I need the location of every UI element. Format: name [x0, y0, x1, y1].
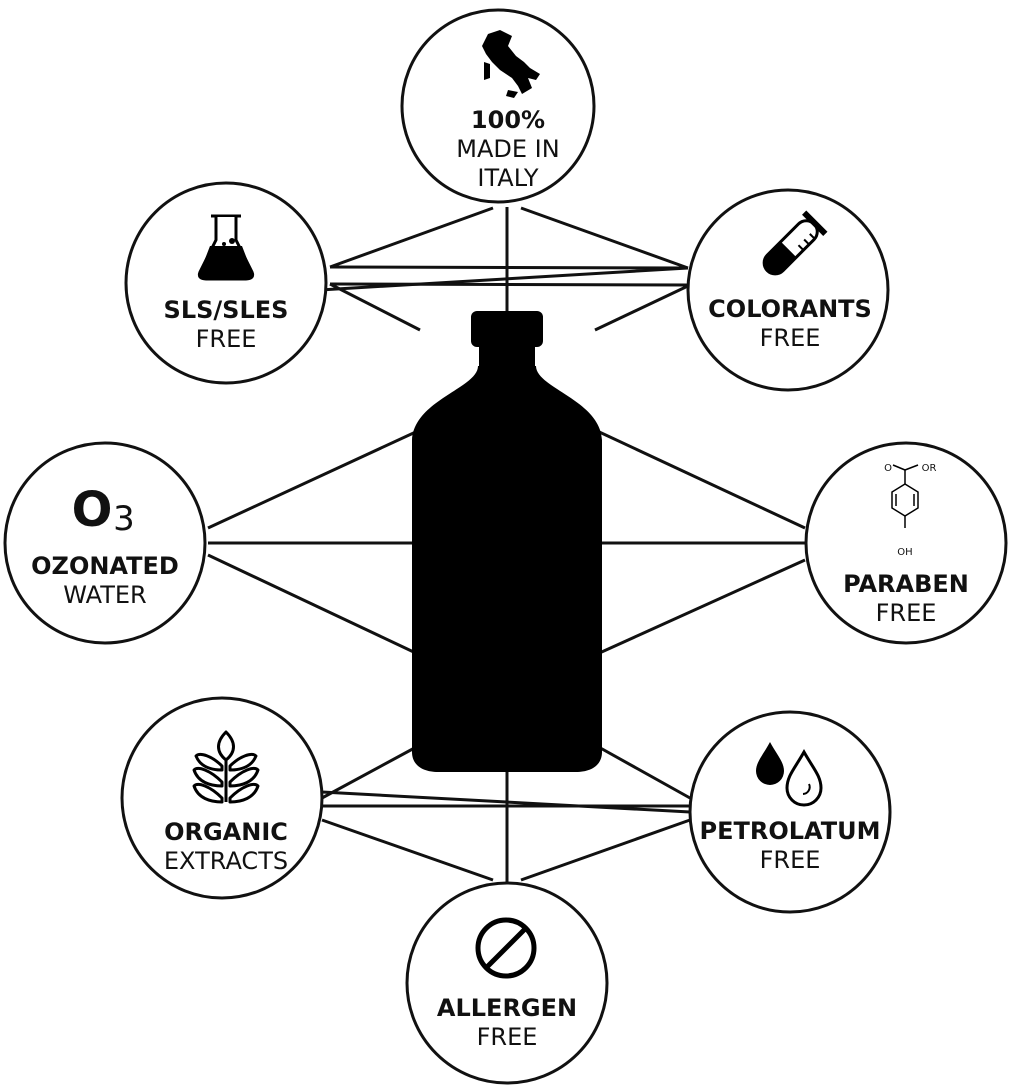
ozonated-line2: WATER: [63, 581, 146, 609]
bottle-icon: [412, 311, 602, 772]
paraben-molecule-icon: [891, 464, 919, 528]
molecule-label-oh: OH: [897, 547, 912, 558]
sls-line2: FREE: [196, 325, 257, 353]
badge-made-in-italy: 100% MADE IN ITALY: [400, 8, 596, 204]
sls-line1: SLS/SLES: [164, 296, 289, 324]
connector-lines: [207, 206, 806, 887]
paraben-line1: PARABEN: [843, 570, 969, 598]
italy-line1: 100%: [471, 106, 545, 134]
o3-symbol: O: [72, 482, 113, 538]
test-tube-icon: [762, 210, 828, 276]
o3-subscript: 3: [113, 499, 135, 539]
badge-colorants-free: COLORANTS FREE: [686, 188, 890, 392]
colorants-line1: COLORANTS: [708, 295, 872, 323]
organic-line1: ORGANIC: [164, 818, 288, 846]
paraben-line2: FREE: [876, 599, 937, 627]
italy-line3: ITALY: [477, 164, 538, 192]
molecule-label-o: O: [884, 463, 892, 474]
colorants-line2: FREE: [760, 324, 821, 352]
badge-sls-sles-free: SLS/SLES FREE: [124, 181, 328, 385]
wheat-icon: [192, 730, 260, 804]
badge-ozonated-water: O 3 OZONATED WATER: [3, 441, 207, 645]
molecule-label-or: OR: [922, 463, 937, 474]
italy-map-icon: [482, 30, 540, 98]
allergen-line2: FREE: [477, 1023, 538, 1051]
o3-icon: O 3: [72, 482, 135, 539]
flask-icon: [197, 214, 255, 281]
ozonated-line1: OZONATED: [31, 552, 179, 580]
petrolatum-line2: FREE: [760, 846, 821, 874]
badge-organic-extracts: ORGANIC EXTRACTS: [120, 696, 324, 900]
badge-allergen-free: ALLERGEN FREE: [405, 881, 609, 1085]
allergen-line1: ALLERGEN: [437, 994, 577, 1022]
badge-paraben-free: O OR OH PARABEN FREE: [804, 441, 1008, 645]
italy-line2: MADE IN: [456, 135, 559, 163]
drops-icon: [756, 742, 823, 807]
petrolatum-line1: PETROLATUM: [700, 817, 881, 845]
no-symbol-icon: [475, 917, 537, 979]
organic-line2: EXTRACTS: [164, 847, 288, 875]
badge-petrolatum-free: PETROLATUM FREE: [688, 710, 892, 914]
